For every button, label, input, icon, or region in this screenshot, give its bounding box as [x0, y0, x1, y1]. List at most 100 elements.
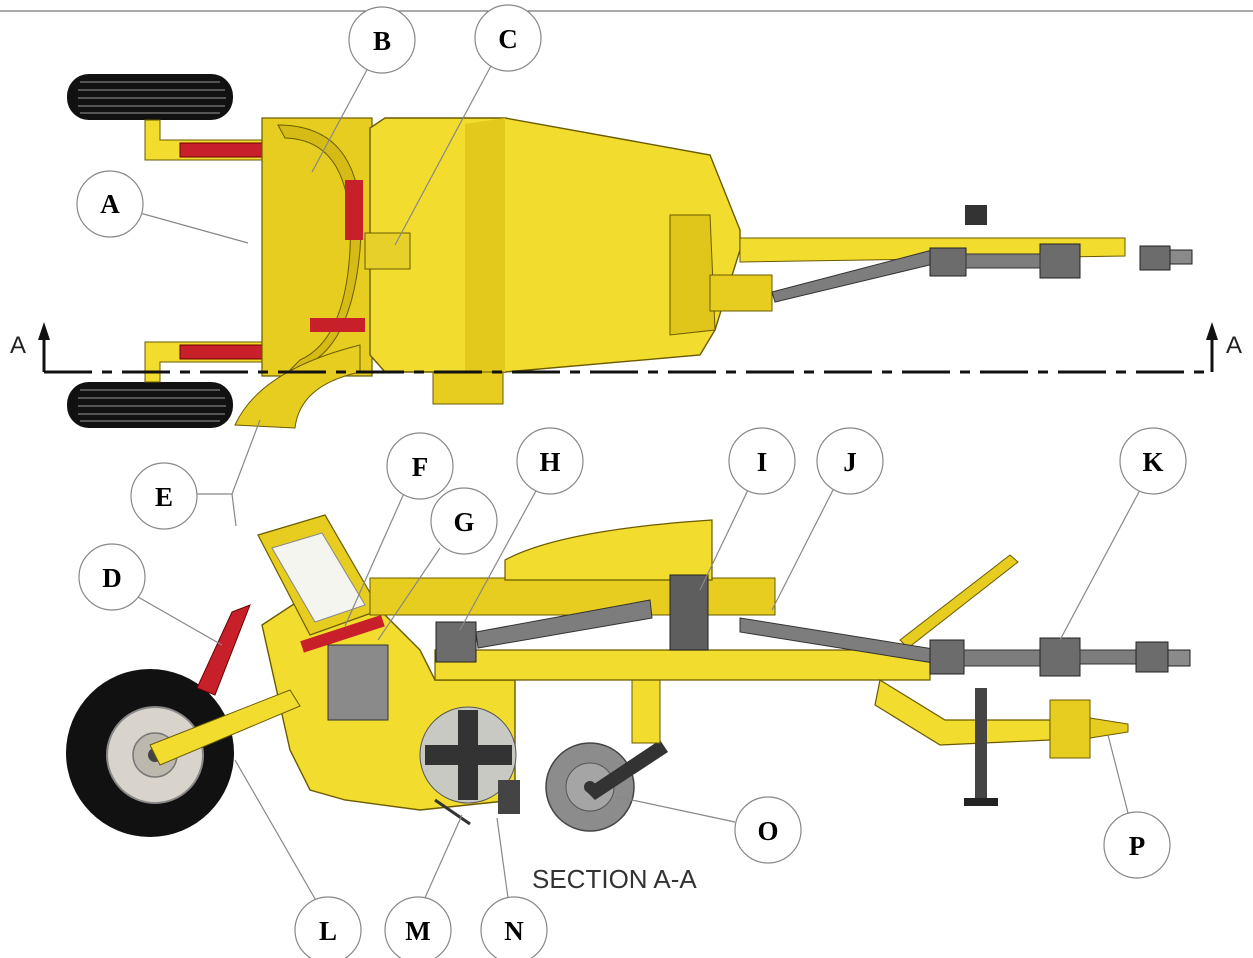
callouts: A B C D E F G H I J K L M N O P	[76, 4, 1187, 958]
svg-text:K: K	[1142, 447, 1163, 477]
section-marker-left: A	[10, 332, 26, 359]
section-title: SECTION A-A	[532, 864, 697, 894]
cylinder-top-upper	[179, 142, 271, 158]
callout-N: N	[480, 896, 548, 958]
callout-C: C	[474, 4, 542, 72]
callout-H: H	[516, 427, 584, 495]
leader-C	[394, 63, 493, 246]
pto-shaft-top	[965, 253, 1041, 269]
leader-H	[459, 488, 538, 631]
svg-text:J: J	[843, 447, 857, 477]
jack-foot	[964, 798, 998, 806]
callout-E: E	[130, 462, 198, 530]
svg-text:C: C	[498, 24, 518, 54]
callout-A: A	[76, 170, 144, 238]
svg-text:A: A	[100, 189, 120, 219]
wheel-top-lower	[67, 382, 233, 428]
mounting-plate	[364, 232, 411, 270]
svg-text:D: D	[102, 563, 122, 593]
soil-box-inner	[271, 532, 366, 623]
svg-text:B: B	[373, 26, 391, 56]
hydraulic-cylinder-D	[196, 604, 251, 696]
leader-M	[423, 814, 463, 901]
pto-shaft-side	[963, 649, 1045, 667]
leader-B	[311, 67, 369, 173]
hitch-pin	[1089, 717, 1129, 739]
svg-text:I: I	[757, 447, 768, 477]
main-wheel-side	[66, 669, 234, 837]
leader-K	[1059, 489, 1141, 641]
gearbox-nose	[709, 274, 773, 312]
red-frame-G	[300, 615, 385, 653]
callout-J: J	[816, 427, 884, 495]
blade-M	[434, 798, 471, 826]
section-marker-right: A	[1226, 332, 1242, 359]
pto-spline-side	[1167, 649, 1191, 667]
gearbox-H	[435, 621, 477, 663]
cylinder-top-lower	[179, 344, 271, 360]
fender-top-view	[234, 344, 361, 429]
callout-G: G	[430, 487, 498, 555]
side-view	[66, 514, 1191, 837]
leader-N	[496, 817, 509, 899]
top-view: A A	[10, 74, 1242, 429]
leader-G	[377, 547, 441, 641]
callout-M: M	[384, 896, 452, 958]
shield-N	[498, 780, 520, 814]
callout-L: L	[294, 896, 362, 958]
pto-joint-side-1	[929, 639, 965, 675]
svg-text:M: M	[405, 916, 430, 946]
leader-P	[1107, 734, 1129, 814]
svg-text:F: F	[412, 452, 429, 482]
jack-stand-top	[965, 205, 987, 225]
callout-K: K	[1119, 427, 1187, 495]
drum-mechanism	[327, 644, 389, 721]
svg-text:H: H	[539, 447, 560, 477]
rotor-cutter	[419, 706, 517, 804]
leader-L	[234, 759, 319, 905]
main-beam-side	[434, 649, 931, 681]
callout-I: I	[728, 427, 796, 495]
pto-end-side	[1135, 641, 1169, 673]
press-wheel-arm	[585, 740, 668, 800]
leader-E	[197, 419, 261, 527]
svg-text:O: O	[757, 816, 778, 846]
driveshaft-side-1	[475, 599, 653, 649]
rear-red-block-upper	[345, 180, 363, 240]
leader-J	[771, 489, 834, 611]
pto-joint-top-2	[1039, 243, 1081, 279]
jack-stand-side	[975, 688, 987, 798]
leader-O	[617, 796, 736, 823]
hopper-side-shade	[465, 118, 505, 372]
hitch-plate	[1049, 699, 1091, 759]
pto-tube-side	[1079, 649, 1137, 665]
callout-O: O	[734, 796, 802, 864]
svg-text:G: G	[453, 507, 474, 537]
rear-red-block-lower	[310, 318, 365, 332]
hopper-bottom-box	[432, 371, 504, 405]
callout-D: D	[78, 543, 146, 611]
leader-I	[699, 489, 749, 591]
callout-F: F	[386, 432, 454, 500]
svg-text:N: N	[504, 916, 524, 946]
leader-A	[139, 212, 249, 244]
upper-frame-side	[369, 577, 776, 616]
wheel-top-upper	[67, 74, 233, 120]
svg-text:P: P	[1129, 831, 1146, 861]
svg-text:E: E	[155, 482, 173, 512]
hopper-side	[504, 519, 713, 581]
pto-spline-top	[1169, 249, 1193, 265]
leader-D	[137, 596, 223, 646]
callout-B: B	[348, 6, 416, 74]
section-arrow-right-head	[1206, 322, 1218, 340]
pto-joint-top-1	[929, 247, 967, 277]
wheel-arm-side	[149, 689, 301, 766]
section-arrow-left-head	[38, 322, 50, 340]
leader-F	[344, 490, 406, 627]
leader-lines	[137, 63, 1141, 905]
pto-end-top	[1139, 245, 1171, 271]
svg-text:L: L	[319, 916, 337, 946]
callout-P: P	[1103, 811, 1171, 879]
tongue-side	[874, 679, 1051, 746]
